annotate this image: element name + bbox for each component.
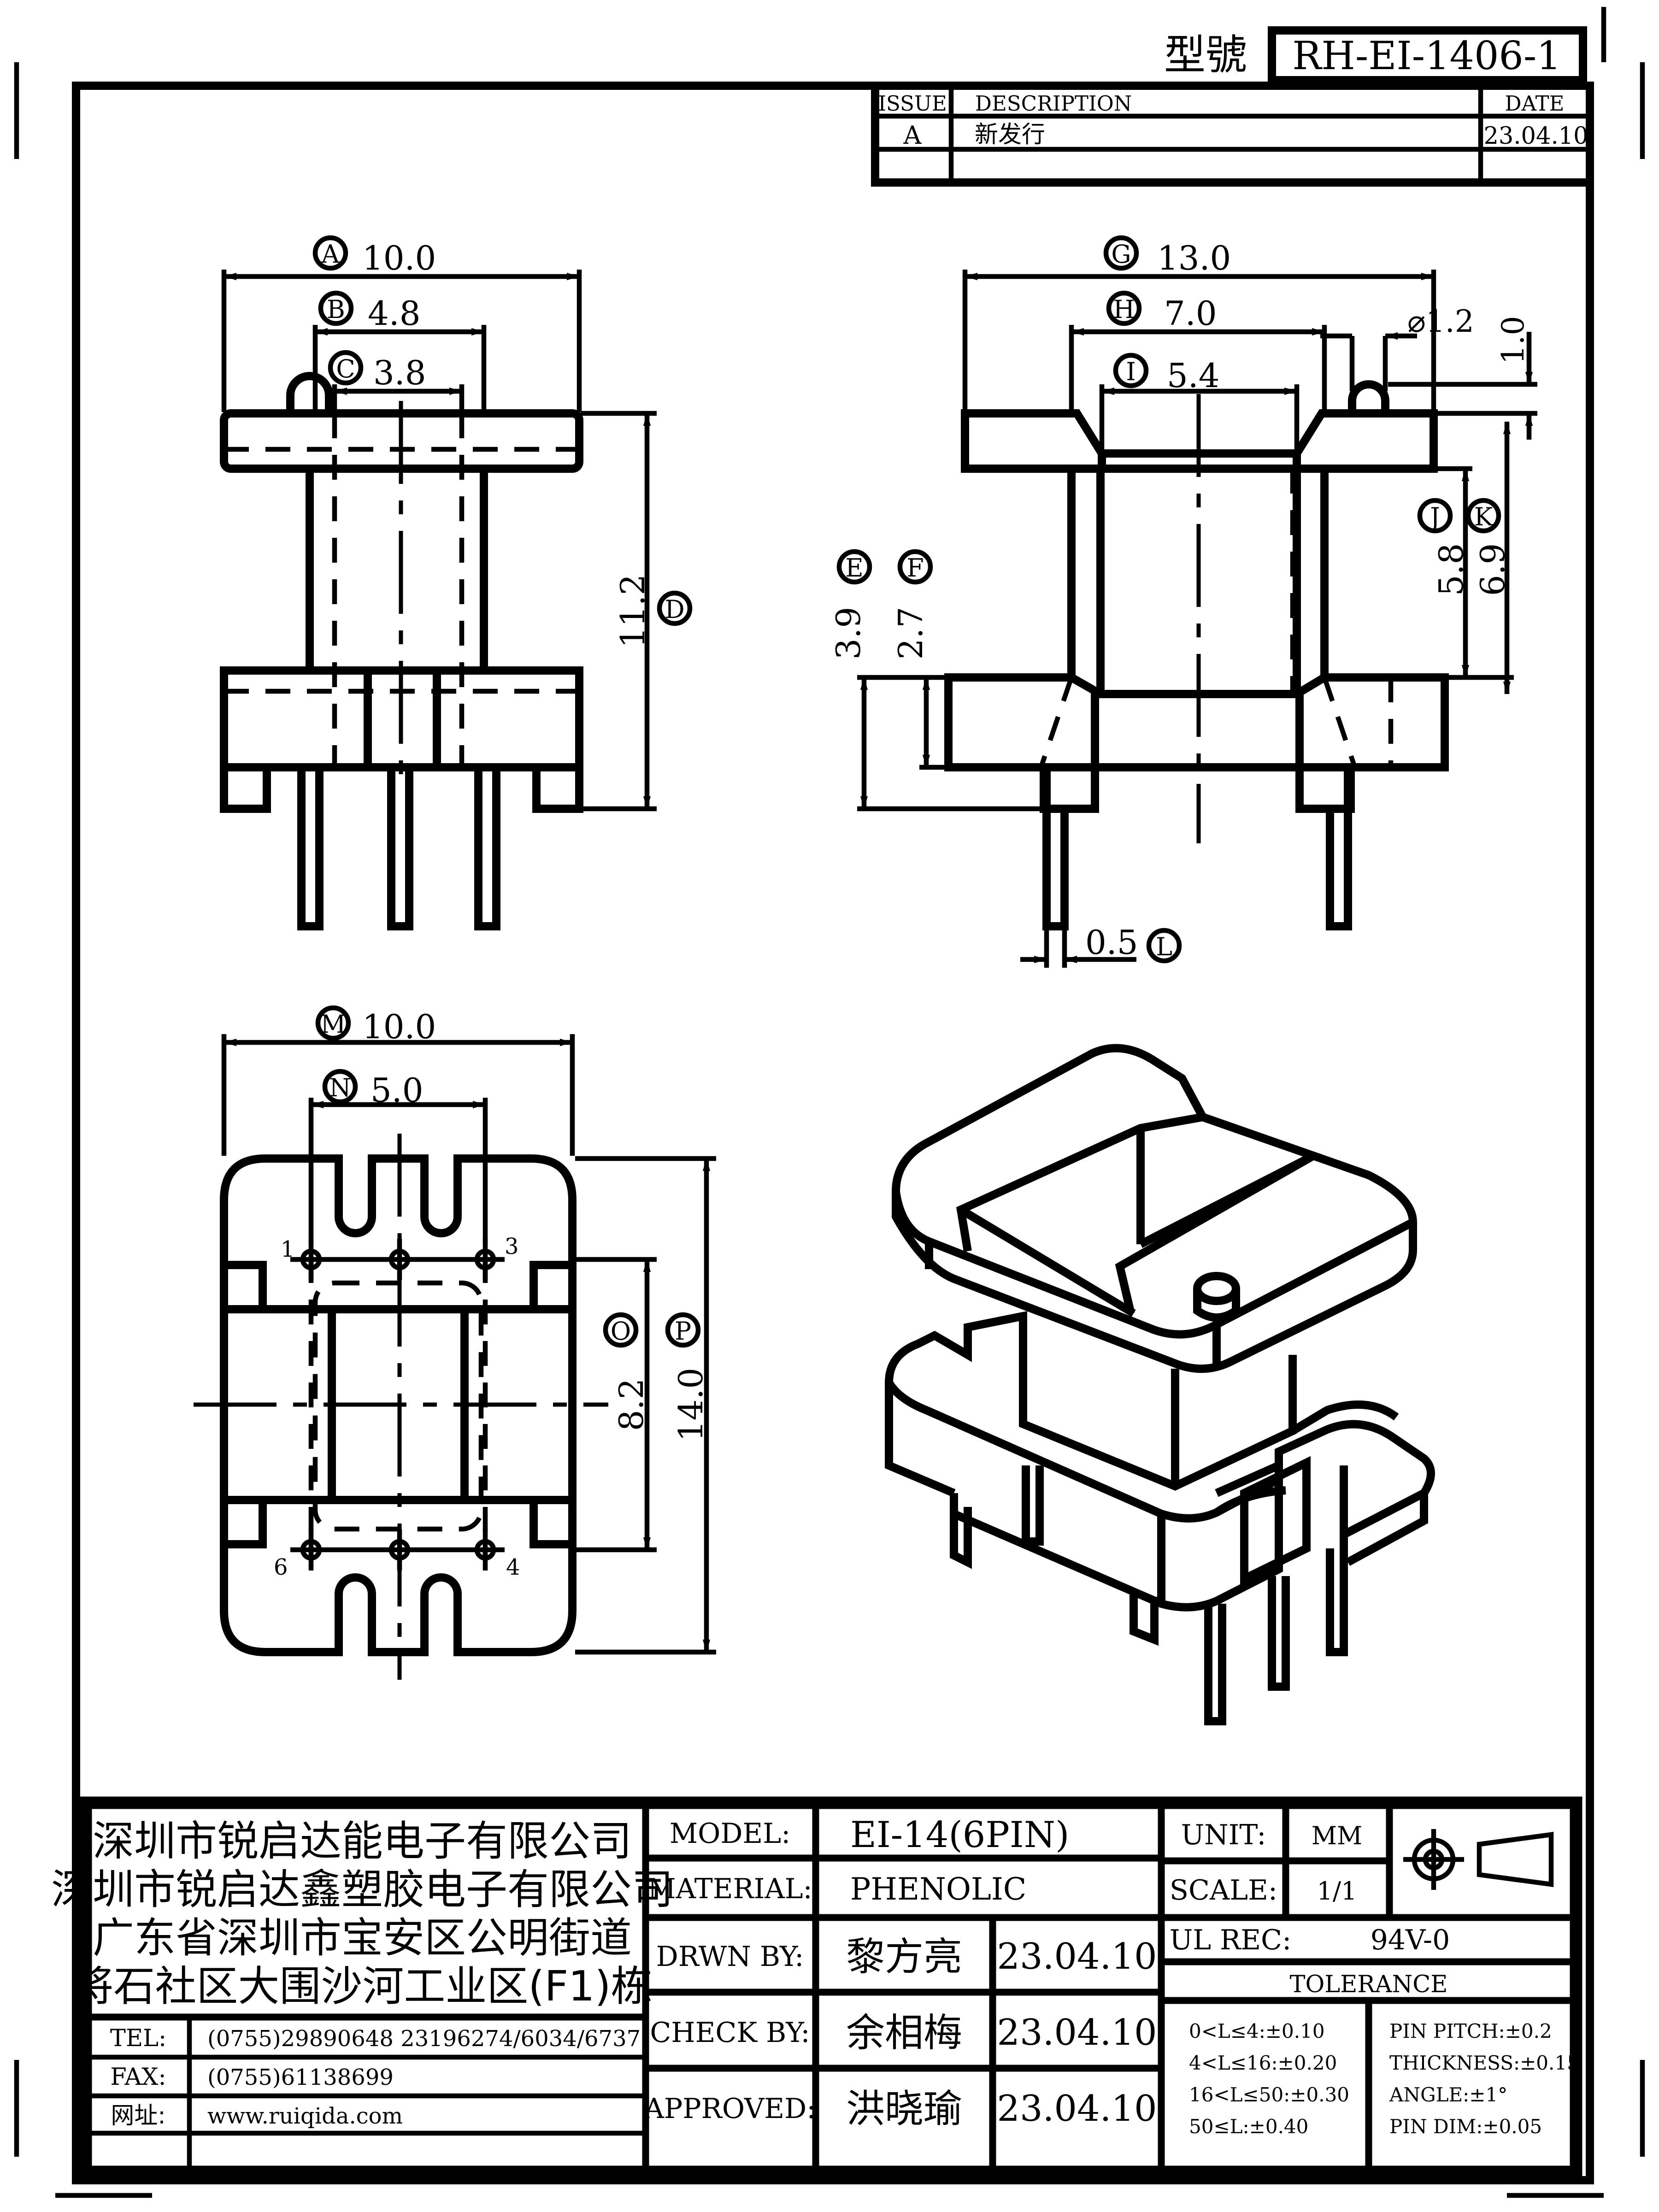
- first-angle-projection-icon: [1403, 1829, 1554, 1890]
- tolerance-left-2: 4<L≤16:±0.20: [1189, 2052, 1337, 2074]
- dim-o-value: 8.2: [612, 1378, 651, 1431]
- dim-c-letter: C: [336, 354, 355, 383]
- drwn-date: 23.04.10: [997, 1936, 1157, 1977]
- dim-h-letter: H: [1113, 295, 1135, 324]
- revision-date: 23.04.10: [1483, 123, 1588, 150]
- fax-label: FAX:: [110, 2064, 166, 2091]
- dim-a-value: 10.0: [362, 239, 436, 277]
- dim-m-letter: M: [320, 1010, 346, 1039]
- revision-col-date: DATE: [1505, 91, 1565, 116]
- dim-i-letter: I: [1126, 357, 1135, 386]
- tolerance-right-2: THICKNESS:±0.15: [1389, 2052, 1579, 2074]
- model-number-header: 型號 RH-EI-1406-1: [1164, 26, 1587, 84]
- unit-label: UNIT:: [1181, 1819, 1266, 1851]
- dim-f-value: 2.7: [891, 607, 930, 660]
- check-name: 余相梅: [846, 2010, 962, 2055]
- dim-j-letter: J: [1428, 502, 1440, 531]
- dim-l-letter: L: [1156, 932, 1172, 961]
- pin-3-label: 3: [505, 1234, 519, 1259]
- model-value: EI-14(6PIN): [850, 1814, 1069, 1856]
- check-date: 23.04.10: [997, 2012, 1157, 2053]
- dim-d-letter: D: [665, 595, 684, 624]
- unit-value: MM: [1312, 1821, 1363, 1850]
- dim-g-letter: G: [1111, 240, 1131, 269]
- isometric-view: [885, 1044, 1435, 1725]
- sheet-frame: [14, 7, 1645, 2198]
- company-line-2: 深圳市锐启达鑫塑胶电子有限公司: [51, 1865, 673, 1914]
- approved-date: 23.04.10: [997, 2088, 1157, 2130]
- bottom-view: 1 3 6 4 M 10.0 N 5.0 8.2 O 14.0 P: [194, 1005, 716, 1680]
- scale-label: SCALE:: [1170, 1874, 1277, 1906]
- tolerance-left-1: 0<L≤4:±0.10: [1189, 2020, 1325, 2042]
- dim-p-value: 14.0: [671, 1368, 710, 1441]
- tolerance-title: TOLERANCE: [1289, 1971, 1447, 1998]
- dim-e-letter: E: [845, 553, 863, 582]
- dim-j-value: 5.8: [1432, 543, 1471, 596]
- dim-g-value: 13.0: [1157, 239, 1231, 277]
- model-number-label: 型號: [1164, 31, 1247, 79]
- front-view: A 10.0 B 4.8 C 3.8 11.2 D: [220, 235, 693, 930]
- dim-b-value: 4.8: [368, 294, 421, 333]
- company-line-3: 广东省深圳市宝安区公明街道: [93, 1914, 632, 1962]
- tel-value: (0755)29890648 23196274/6034/6737: [207, 2026, 641, 2052]
- tel-label: TEL:: [110, 2025, 166, 2052]
- material-value: PHENOLIC: [850, 1871, 1026, 1907]
- dim-i-value: 5.4: [1167, 356, 1220, 395]
- side-view: G 13.0 H 7.0 I 5.4 ⌀1.2 1.0 5.8 J 6.9 K: [829, 235, 1537, 968]
- tolerance-right-1: PIN PITCH:±0.2: [1389, 2020, 1552, 2042]
- dim-pin-diameter: ⌀1.2: [1407, 304, 1474, 339]
- company-line-4: 将石社区大围沙河工业区(F1)栋: [72, 1962, 652, 2011]
- ul-value: 94V-0: [1371, 1924, 1450, 1956]
- revision-table: ISSUE DESCRIPTION DATE A 新发行 23.04.10: [871, 82, 1594, 187]
- tolerance-left-4: 50≤L:±0.40: [1189, 2115, 1308, 2138]
- ul-label: UL REC:: [1170, 1924, 1292, 1956]
- check-label: CHECK BY:: [650, 2017, 810, 2049]
- drwn-name: 黎方亮: [846, 1934, 962, 1979]
- dim-p-letter: P: [675, 1317, 691, 1346]
- scale-value: 1/1: [1317, 1877, 1357, 1906]
- dim-l-value: 0.5: [1085, 923, 1138, 962]
- drwn-label: DRWN BY:: [656, 1941, 804, 1973]
- dim-a-letter: A: [321, 240, 340, 269]
- dim-m-value: 10.0: [362, 1007, 436, 1046]
- material-label: MATERIAL:: [647, 1873, 812, 1905]
- approved-label: APPROVED:: [644, 2093, 816, 2125]
- dim-e-value: 3.9: [829, 607, 868, 660]
- dim-k-value: 6.9: [1473, 543, 1512, 596]
- revision-col-issue: ISSUE: [878, 91, 947, 116]
- dim-h-value: 7.0: [1164, 294, 1217, 333]
- revision-issue: A: [903, 121, 922, 150]
- tolerance-left-3: 16<L≤50:±0.30: [1189, 2083, 1349, 2106]
- dim-c-value: 3.8: [373, 353, 426, 392]
- pin-1-label: 1: [281, 1236, 295, 1262]
- dim-b-letter: B: [327, 295, 345, 324]
- dim-k-letter: K: [1474, 502, 1494, 531]
- company-line-1: 深圳市锐启达能电子有限公司: [93, 1817, 632, 1865]
- tolerance-right-3: ANGLE:±1°: [1389, 2083, 1507, 2106]
- website-value: www.ruiqida.com: [207, 2103, 403, 2129]
- dim-n-value: 5.0: [371, 1071, 424, 1110]
- dim-n-letter: N: [329, 1073, 351, 1102]
- revision-description: 新发行: [975, 121, 1045, 148]
- dim-o-letter: O: [611, 1317, 631, 1346]
- title-block: 深圳市锐启达能电子有限公司 深圳市锐启达鑫塑胶电子有限公司 广东省深圳市宝安区公…: [51, 1796, 1583, 2178]
- dim-pin-height: 1.0: [1495, 316, 1531, 365]
- pin-6-label: 6: [274, 1554, 288, 1580]
- fax-value: (0755)61138699: [207, 2065, 394, 2090]
- approved-name: 洪晓瑜: [846, 2086, 962, 2131]
- website-label: 网址:: [111, 2102, 165, 2130]
- dim-f-letter: F: [906, 553, 924, 582]
- revision-col-description: DESCRIPTION: [975, 91, 1132, 116]
- model-number-value: RH-EI-1406-1: [1292, 33, 1561, 78]
- tolerance-right-4: PIN DIM:±0.05: [1389, 2115, 1542, 2138]
- dim-d-value: 11.2: [613, 574, 652, 648]
- model-label: MODEL:: [670, 1818, 791, 1850]
- pin-4-label: 4: [506, 1554, 520, 1580]
